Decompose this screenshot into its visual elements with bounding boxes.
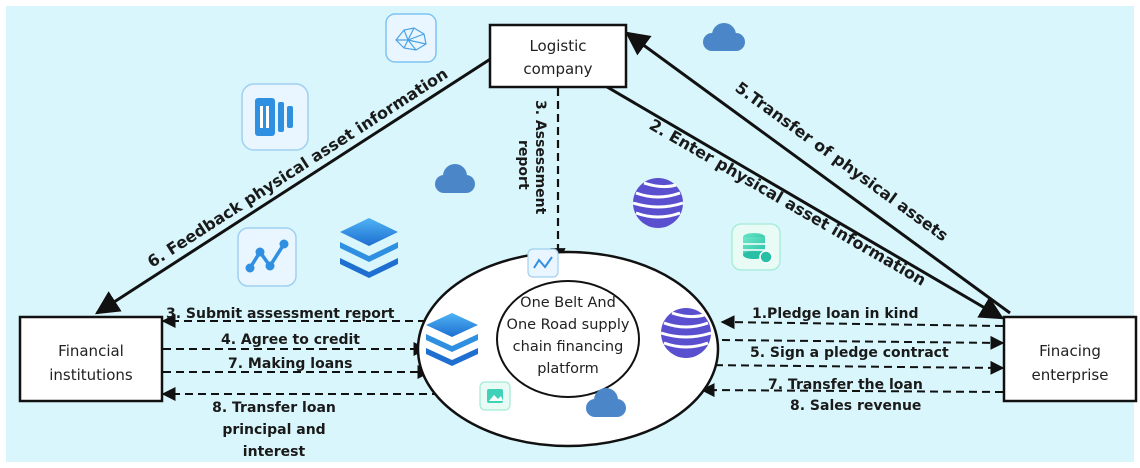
edge-assessment-label-2: report: [515, 140, 531, 190]
layers-icon: [340, 218, 398, 278]
edge-making-loans-label: 7. Making loans: [228, 356, 352, 372]
edge-pledge-label: 1.Pledge loan in kind: [752, 306, 918, 322]
edge-sales-revenue-label: 8. Sales revenue: [790, 398, 921, 414]
line-chart-icon: [527, 248, 559, 278]
edge-pledge-contract-line: [721, 335, 1005, 350]
financial-institutions-label-2: institutions: [49, 366, 133, 384]
edge-transfer-physical-label: 5.Transfer of physical assets: [732, 78, 952, 245]
line-chart-icon: [237, 227, 297, 287]
edge-pledge-line: [720, 315, 1004, 330]
financing-enterprise-node: Finacing enterprise: [1002, 315, 1138, 403]
platform-label-3: chain financing: [513, 339, 624, 355]
edge-pledge-contract-label: 5. Sign a pledge contract: [750, 345, 949, 361]
logistic-company-node: Logistic company: [488, 23, 628, 89]
document-chart-icon: [241, 83, 309, 151]
globe-icon: [660, 308, 712, 358]
cloud-icon: [703, 23, 745, 51]
cloud-icon: [435, 164, 475, 193]
globe-icon: [632, 178, 684, 228]
financial-institutions-node: Financial institutions: [18, 315, 164, 403]
cloud-icon: [586, 388, 626, 417]
edge-agree-credit-label: 4. Agree to credit: [221, 332, 360, 348]
edge-assessment-label-1: 3. Assessment: [532, 100, 548, 215]
logistic-company-label-1: Logistic: [529, 37, 586, 55]
image-icon: [479, 381, 511, 411]
logistic-company-label-2: company: [523, 60, 592, 78]
edge-submit-report-label: 3. Submit assessment report: [166, 306, 395, 322]
edge-enter-info-line: [601, 82, 1005, 320]
edge-sales-revenue-line: [700, 383, 1004, 398]
platform-label-1: One Belt And: [520, 295, 616, 311]
financial-institutions-label-1: Financial: [58, 342, 124, 360]
edge-feedback-line: [94, 56, 493, 315]
database-icon: [731, 223, 781, 271]
edge-transfer-loan-line: [701, 360, 1005, 375]
layers-icon: [426, 313, 478, 366]
edge-transfer-principal-label-2: principal and: [222, 422, 325, 438]
edge-transfer-loan-label: 7. Transfer the loan: [768, 377, 923, 393]
edge-transfer-principal-label-1: 8. Transfer loan: [212, 400, 336, 416]
edge-transfer-physical-line: [625, 31, 1011, 315]
platform-label-4: platform: [537, 361, 599, 377]
network-icon: [385, 13, 437, 63]
edge-transfer-principal-label-3: interest: [243, 444, 306, 460]
financing-enterprise-label-2: enterprise: [1032, 366, 1109, 384]
financing-enterprise-label-1: Finacing: [1039, 342, 1101, 360]
platform-label-2: One Road supply: [507, 317, 630, 333]
